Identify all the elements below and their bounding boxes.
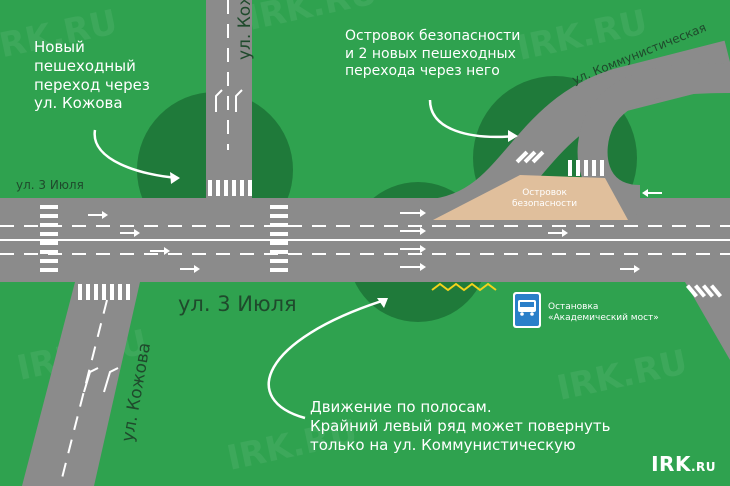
arrow-left-icon bbox=[642, 189, 662, 197]
bus-stop-zigzag bbox=[431, 282, 497, 292]
arrow-right-icon bbox=[150, 247, 170, 255]
crosswalk-left bbox=[40, 205, 58, 272]
arrow-right-icon bbox=[400, 245, 426, 253]
bus-stop-sign bbox=[513, 292, 541, 328]
crosswalk-island-right bbox=[568, 160, 604, 176]
arrow-right-icon bbox=[88, 211, 108, 219]
brand-suffix: .RU bbox=[690, 460, 716, 474]
turn-arrow-icon bbox=[235, 89, 243, 112]
callout-arrows bbox=[93, 99, 516, 420]
callout-arrow bbox=[428, 99, 516, 139]
crosswalk-kozhova-top bbox=[208, 180, 252, 196]
arrow-right-icon bbox=[400, 263, 426, 271]
annotation-safety-island: Островок безопасности и 2 новых пешеходн… bbox=[345, 28, 521, 79]
arrow-right-icon bbox=[548, 229, 568, 237]
callout-arrowheads bbox=[170, 130, 518, 308]
road-right-ramp bbox=[685, 282, 730, 360]
arrow-right-icon bbox=[400, 209, 426, 217]
arrow-right-icon bbox=[400, 227, 426, 235]
crosswalk-middle bbox=[270, 205, 288, 272]
safety-island bbox=[433, 175, 628, 220]
street-name-3-iyulya-small: ул. 3 Июля bbox=[16, 178, 84, 192]
callout-arrow bbox=[267, 298, 386, 420]
brand-logo: IRK.RU bbox=[651, 452, 716, 476]
bus-stop-label: Остановка «Академический мост» bbox=[548, 302, 659, 323]
safety-island-label: Островок безопасности bbox=[512, 188, 578, 209]
arrow-right-icon bbox=[120, 229, 140, 237]
direction-arrows bbox=[88, 189, 662, 273]
street-name-kozhova-top: ул. Кожова bbox=[235, 0, 255, 60]
crosswalks bbox=[40, 150, 723, 300]
annotation-lanes: Движение по полосам. Крайний левый ряд м… bbox=[310, 398, 611, 454]
arrow-right-icon bbox=[180, 265, 200, 273]
street-name-3-iyulya-big: ул. 3 Июля bbox=[178, 292, 297, 316]
arrow-right-icon bbox=[620, 265, 640, 273]
crosswalk-kozhova-bottom bbox=[78, 284, 130, 300]
brand-name: IRK bbox=[651, 452, 691, 476]
crosswalk-bottom-right bbox=[685, 284, 723, 298]
crosswalk-island-left bbox=[515, 150, 545, 164]
turn-arrows bbox=[83, 89, 243, 393]
road-kozhova-bottom bbox=[22, 282, 140, 486]
turn-arrow-icon bbox=[103, 367, 119, 393]
callout-arrow bbox=[93, 129, 179, 180]
annotation-new-crossing: Новый пешеходный переход через ул. Кожов… bbox=[34, 38, 150, 113]
turn-arrow-icon bbox=[215, 89, 223, 112]
turn-arrow-icon bbox=[83, 367, 99, 393]
